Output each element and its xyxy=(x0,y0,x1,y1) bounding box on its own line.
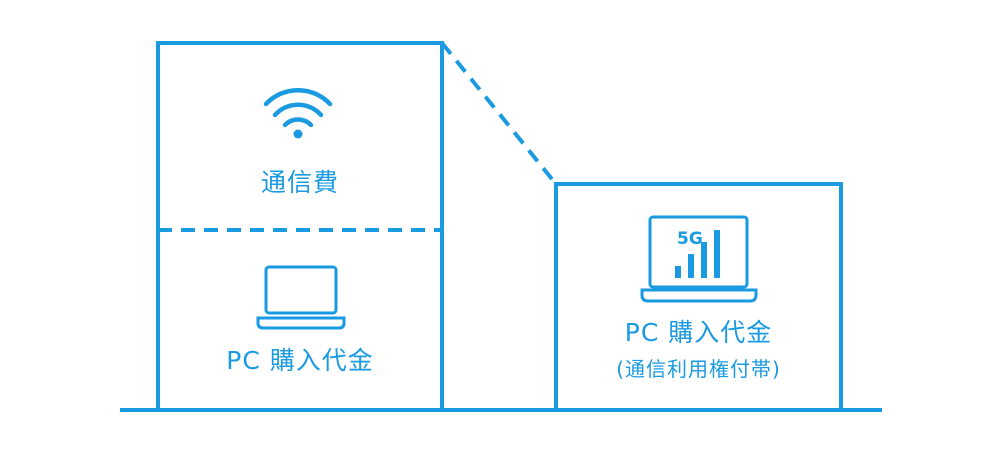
5g-laptop-icon: 5G xyxy=(640,215,758,303)
laptop-icon xyxy=(256,265,346,330)
signal-bar-4 xyxy=(714,230,720,278)
right-box xyxy=(554,182,843,412)
pc-purchase-label-left: PC 購入代金 xyxy=(226,346,374,375)
signal-bar-3 xyxy=(701,242,707,278)
connector-line xyxy=(440,41,558,186)
signal-bar-1 xyxy=(675,266,681,278)
5g-icon-text: 5G xyxy=(677,229,703,249)
left-box xyxy=(156,41,444,412)
signal-bar-2 xyxy=(688,254,694,278)
wifi-icon xyxy=(263,88,333,139)
pc-purchase-label-right: PC 購入代金 xyxy=(624,318,773,347)
comm-fee-label: 通信費 xyxy=(260,168,339,197)
comm-rights-label: (通信利用権付帯) xyxy=(616,357,781,381)
